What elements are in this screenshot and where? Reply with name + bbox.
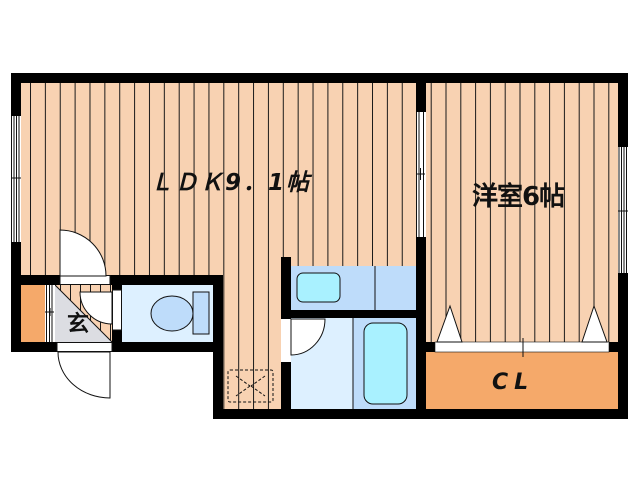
- wall-below-entrance: [11, 342, 223, 352]
- ldk-label: ＬＤＫ9．1帖: [150, 170, 313, 196]
- shoe-cabinet-icon: [21, 285, 45, 342]
- ldk-corridor-floor: [223, 275, 281, 409]
- washing-machine-space-icon: [227, 369, 274, 403]
- closet-sliding-doors: [434, 304, 610, 357]
- washroom-door-opening: [281, 319, 291, 362]
- closet-door-marker-left-icon: [436, 304, 463, 343]
- western-room-east-window: [618, 147, 628, 273]
- ldk-west-window: [11, 116, 21, 242]
- wall-ldk-western: [416, 73, 426, 419]
- bathroom: [352, 318, 416, 409]
- wall-above-entrance: [11, 275, 223, 285]
- wall-kitchen-washroom: [281, 310, 426, 318]
- western-room-label: 洋室6帖: [472, 181, 565, 212]
- toilet-door: [79, 291, 113, 325]
- washroom-door: [290, 318, 326, 356]
- western-room-floor: [426, 83, 618, 342]
- entrance-label: 玄: [67, 311, 89, 337]
- entrance-door-opening: [56, 342, 113, 352]
- closet-label: CL: [492, 370, 534, 395]
- closet-door-marker-right-icon: [581, 304, 608, 343]
- ldk-door-opening: [59, 275, 111, 285]
- toilet-door-opening: [112, 289, 122, 331]
- wall-top: [11, 73, 628, 83]
- interior-window: [416, 112, 426, 237]
- kitchen-counter: [291, 266, 416, 310]
- entrance-step-edge: [54, 284, 113, 343]
- toilet-icon: [150, 291, 210, 335]
- closet-floor: [426, 352, 618, 409]
- entrance-door: [57, 351, 111, 399]
- ldk-door: [59, 229, 107, 277]
- toilet-room: [122, 285, 213, 342]
- ldk-floor-strip: [281, 257, 416, 266]
- bathtub-icon: [363, 322, 408, 405]
- shoe-cabinet-sliding-door: [45, 285, 55, 342]
- kitchen-sink-icon: [296, 272, 341, 303]
